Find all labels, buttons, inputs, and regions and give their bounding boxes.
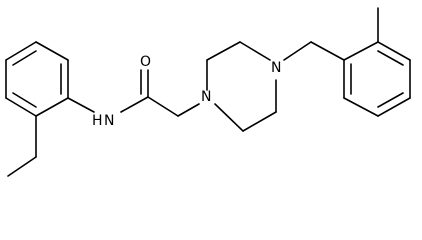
- bond: [177, 103, 200, 117]
- double-bond-inner: [12, 50, 37, 66]
- atom-label-carbonyl-oxygen: O: [140, 54, 151, 70]
- bond: [35, 97, 69, 117]
- bond: [377, 97, 411, 117]
- bond: [206, 41, 241, 61]
- bond: [67, 97, 95, 113]
- bond: [5, 97, 37, 117]
- bond: [239, 41, 271, 61]
- benzyl-linker: [283, 41, 345, 61]
- atom-label-piperazine-n1: N: [201, 89, 211, 105]
- bond: [120, 96, 149, 113]
- methylphenyl-ring: [343, 41, 411, 117]
- bond: [310, 41, 345, 61]
- ethylphenyl-ring: [5, 41, 69, 117]
- bond: [147, 96, 179, 117]
- bond: [283, 41, 312, 61]
- bond: [7, 156, 37, 177]
- amide-linkage: [67, 69, 200, 117]
- atom-labels: H N O N N: [92, 54, 281, 129]
- molecule-drawing: H N O N N: [5, 7, 411, 177]
- atom-label-amide-hydrogen: H: [92, 113, 103, 129]
- double-bond-inner: [12, 92, 37, 108]
- bond: [35, 41, 69, 61]
- bond: [214, 103, 244, 132]
- bond: [377, 41, 411, 61]
- structure-diagram: H N O N N: [5, 7, 411, 177]
- bond: [343, 97, 379, 117]
- ethyl-group: [7, 115, 37, 177]
- atom-label-piperazine-n4: N: [271, 60, 281, 76]
- bond: [5, 41, 37, 61]
- double-bond-inner: [377, 50, 404, 66]
- bond: [343, 41, 379, 61]
- bond: [242, 111, 277, 132]
- atom-label-amide-nitrogen: N: [104, 113, 114, 129]
- piperazine-ring: [206, 41, 277, 132]
- double-bond-inner: [377, 92, 404, 108]
